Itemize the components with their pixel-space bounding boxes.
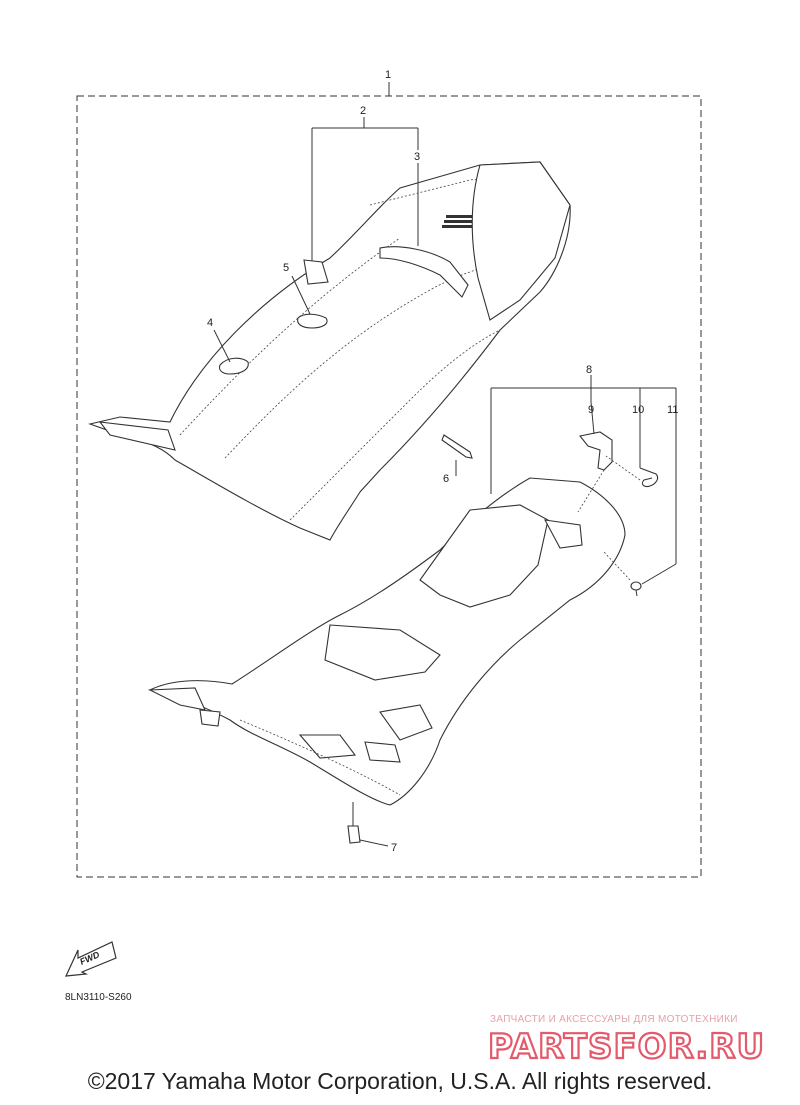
copyright-notice: ©2017 Yamaha Motor Corporation, U.S.A. A…: [87, 1068, 713, 1094]
callout-11: 11: [667, 404, 678, 416]
callout-8: 8: [586, 364, 592, 376]
leader-9: [590, 401, 595, 435]
grab-strap[interactable]: [379, 246, 469, 298]
callout-5: 5: [283, 262, 289, 274]
hook-part-10[interactable]: [639, 467, 659, 488]
callout-6: 6: [443, 473, 449, 485]
seat-assembly[interactable]: [88, 161, 571, 541]
callout-7: 7: [391, 842, 397, 854]
leader-8: [490, 375, 677, 494]
pin-part-6[interactable]: [441, 434, 473, 459]
leader-5: [291, 275, 311, 315]
callout-3: 3: [414, 151, 420, 163]
seat-tab[interactable]: [303, 259, 329, 285]
seat-badge[interactable]: [218, 357, 249, 375]
callout-10: 10: [632, 404, 644, 416]
callout-4: 4: [207, 317, 213, 329]
watermark-brand: PARTSFOR.RU: [488, 1027, 765, 1067]
leader-4: [213, 329, 231, 363]
seat-logo: [442, 215, 472, 228]
clip-part-7[interactable]: [347, 825, 361, 844]
callout-9: 9: [588, 404, 594, 416]
nut-part-11[interactable]: [630, 581, 642, 597]
seat-emblem[interactable]: [297, 313, 328, 329]
seat-base[interactable]: [147, 477, 626, 806]
callout-2: 2: [360, 105, 366, 117]
diagram-code: 8LN3110-S260: [65, 992, 132, 1003]
hook-bracket-part-9[interactable]: [579, 431, 613, 471]
assembly-guide-10: [605, 455, 641, 481]
leader-11-tail: [641, 563, 677, 585]
fwd-arrow-icon: FWD: [65, 941, 117, 977]
assembly-guide-9: [577, 469, 605, 513]
watermark-subtitle: ЗАПЧАСТИ И АКСЕССУАРЫ ДЛЯ МОТОТЕХНИКИ: [490, 1014, 738, 1025]
leader-7: [359, 839, 389, 847]
callout-1: 1: [385, 69, 391, 81]
